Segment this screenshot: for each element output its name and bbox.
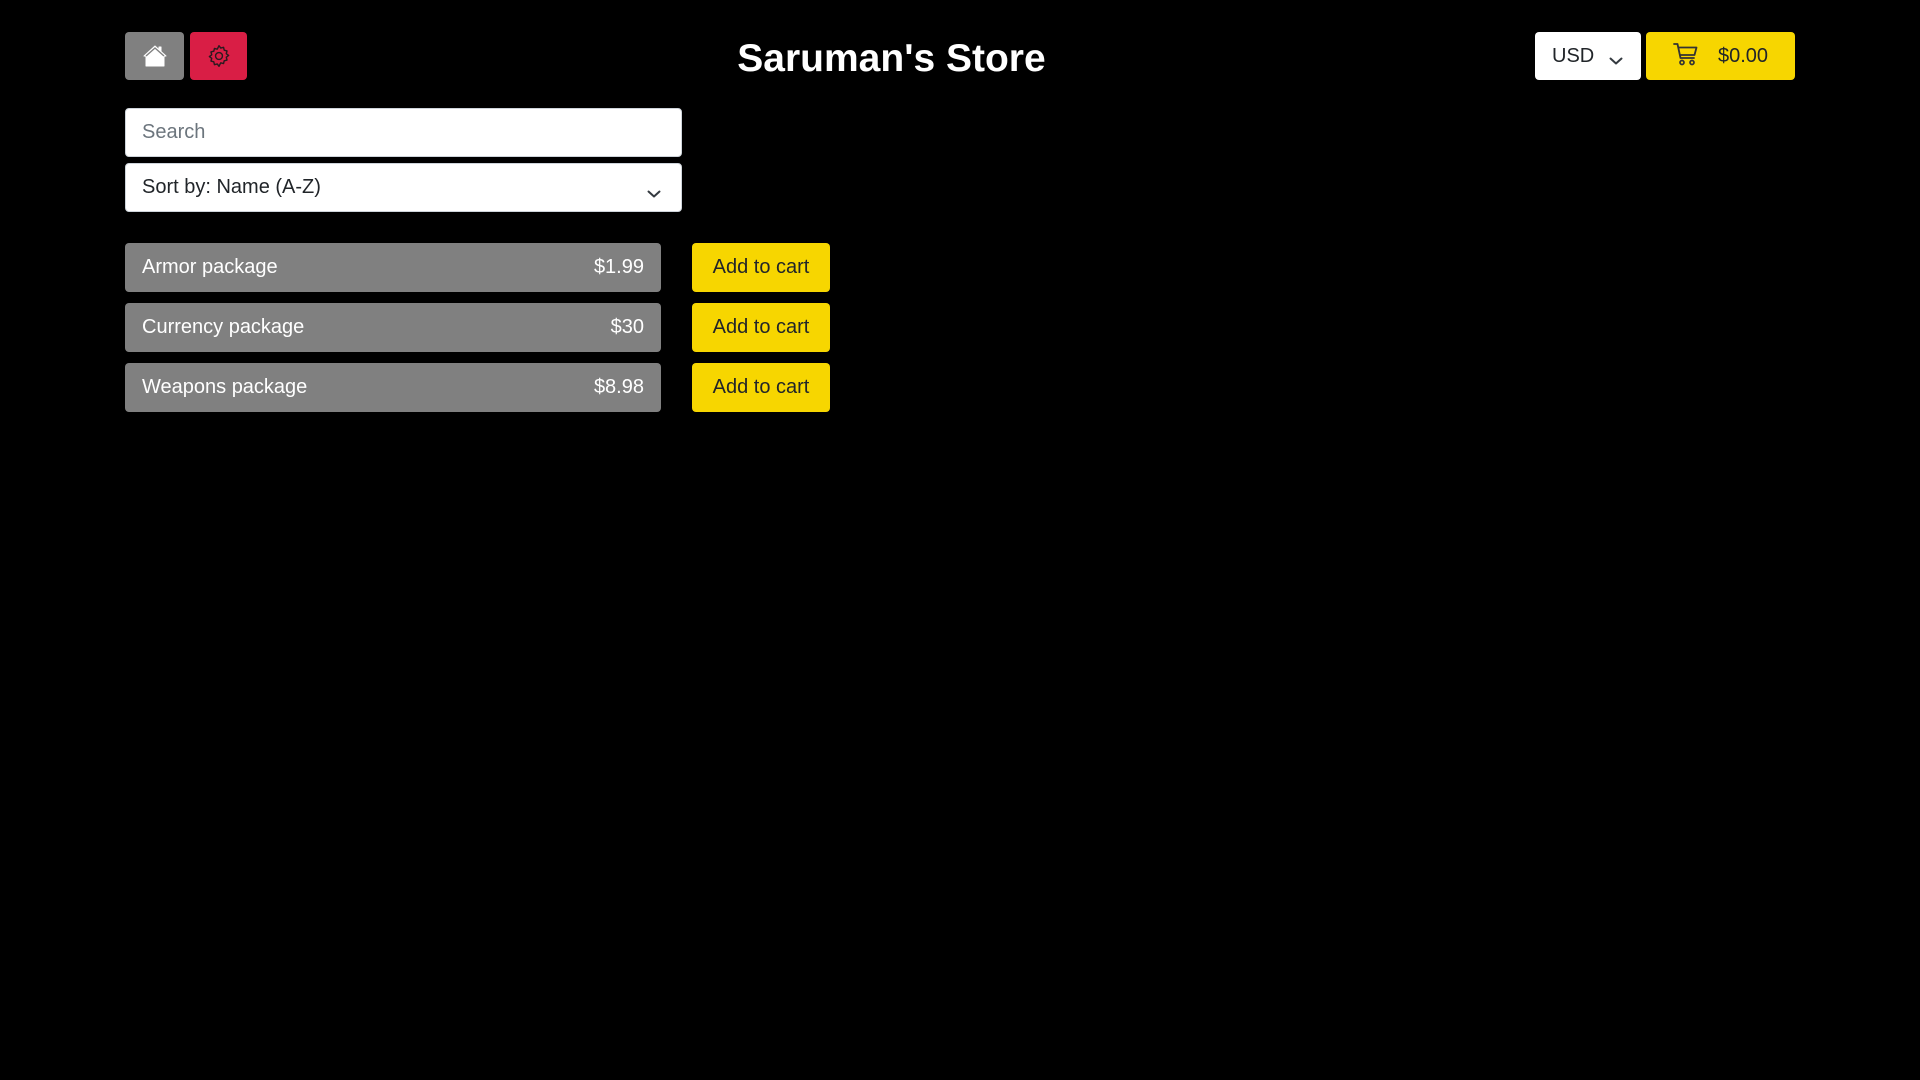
cart-total: $0.00 bbox=[1718, 45, 1769, 67]
settings-button[interactable] bbox=[190, 32, 247, 80]
gear-icon bbox=[206, 43, 232, 69]
product-price: $30 bbox=[610, 316, 644, 338]
shopping-cart-icon bbox=[1673, 42, 1699, 74]
product-price: $8.98 bbox=[593, 376, 644, 398]
product-name: Weapons package bbox=[142, 376, 308, 398]
product-card: Armor package $1.99 bbox=[125, 243, 661, 292]
home-button[interactable] bbox=[125, 32, 184, 80]
search-input[interactable] bbox=[125, 108, 682, 157]
product-name: Armor package bbox=[142, 256, 278, 278]
product-card: Weapons package $8.98 bbox=[125, 363, 661, 412]
product-row: Armor package $1.99 Add to cart bbox=[125, 243, 830, 292]
product-card: Currency package $30 bbox=[125, 303, 661, 352]
sort-select[interactable]: Sort by: Name (A-Z) bbox=[125, 163, 682, 212]
page-title: Saruman's Store bbox=[737, 37, 1046, 80]
product-price: $1.99 bbox=[593, 256, 644, 278]
house-icon bbox=[143, 45, 167, 67]
add-to-cart-button[interactable]: Add to cart bbox=[692, 243, 830, 292]
currency-selected-value: USD bbox=[1552, 44, 1595, 67]
add-to-cart-button[interactable]: Add to cart bbox=[692, 303, 830, 352]
currency-select[interactable]: USD bbox=[1535, 32, 1641, 80]
sort-selected-value: Sort by: Name (A-Z) bbox=[142, 176, 321, 198]
product-row: Weapons package $8.98 Add to cart bbox=[125, 363, 830, 412]
chevron-down-icon bbox=[647, 182, 661, 205]
chevron-down-icon bbox=[1609, 49, 1623, 72]
product-name: Currency package bbox=[142, 316, 305, 338]
cart-button[interactable]: $0.00 bbox=[1646, 32, 1795, 80]
add-to-cart-button[interactable]: Add to cart bbox=[692, 363, 830, 412]
product-row: Currency package $30 Add to cart bbox=[125, 303, 830, 352]
